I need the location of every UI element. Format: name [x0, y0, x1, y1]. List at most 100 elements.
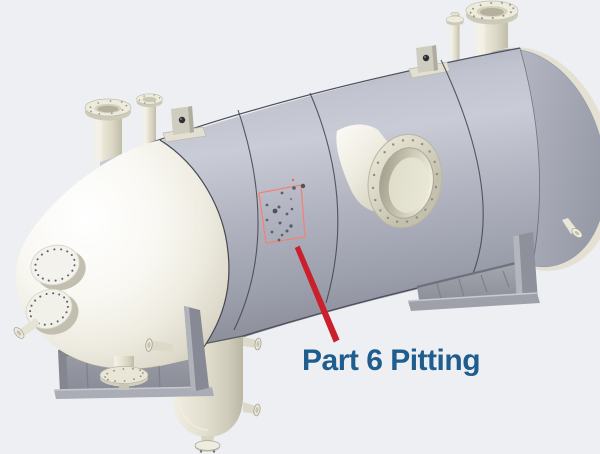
bolt-dot	[139, 369, 142, 372]
bolt-dot	[428, 150, 431, 153]
lifting-lug-right	[408, 45, 451, 79]
pit-dot	[270, 230, 274, 234]
bolt-dot	[54, 279, 57, 282]
bolt-circle	[138, 94, 161, 104]
bolt-dot	[376, 161, 380, 164]
bolt-dot	[133, 378, 135, 381]
bolt-dot	[61, 316, 64, 319]
saddle-right	[407, 232, 540, 311]
pit-dot	[300, 183, 306, 189]
bolt-dot	[479, 4, 482, 7]
bolt-dot	[386, 216, 390, 220]
pit-dot	[280, 233, 284, 237]
pit-dot	[285, 212, 289, 216]
top-nozzle-large-right	[465, 0, 519, 58]
bolt-dot	[144, 102, 146, 104]
weld-seams	[233, 47, 541, 331]
bolt-dot	[66, 300, 69, 303]
saddle-left-wing	[184, 306, 209, 392]
bolt-dot	[109, 100, 112, 102]
lug-hole	[178, 116, 186, 124]
bolt-dot	[61, 277, 64, 280]
saddle-far-wing	[58, 348, 68, 393]
bolt-dot	[106, 372, 109, 375]
bolt-dot	[97, 102, 100, 104]
bolt-dot	[424, 208, 427, 211]
blind-flange-lower	[25, 288, 79, 335]
bolt-dot	[481, 17, 483, 20]
bolt-dot	[53, 248, 56, 251]
top-nozzle-large-left	[84, 98, 132, 162]
left-head	[13, 139, 230, 370]
bolt-dot	[56, 320, 59, 323]
bolt-dot	[36, 258, 39, 261]
bolt-dot	[73, 264, 76, 267]
leader-arrow	[294, 245, 340, 343]
bolt-dot	[34, 263, 37, 266]
bolt-dot	[142, 372, 144, 374]
bolt-dot	[401, 139, 405, 142]
pit-dot	[289, 197, 293, 201]
pit-dot	[290, 207, 294, 211]
bolt-dot	[50, 322, 53, 326]
pitting-region	[258, 178, 306, 244]
pit-dot	[292, 186, 296, 190]
lug-hole	[422, 54, 430, 62]
bolt-dot	[104, 376, 106, 378]
bolt-dot	[60, 248, 63, 251]
annotation-label: Part 6 Pitting	[302, 344, 481, 377]
bolt-dot	[120, 101, 123, 103]
bolt-dot	[63, 296, 66, 299]
bolt-dot	[113, 369, 115, 372]
bolt-dot	[154, 101, 156, 103]
boot-side-nozzle-upper	[243, 337, 262, 351]
bolt-dot	[70, 253, 73, 257]
bolt-dot	[125, 104, 128, 107]
bolt-dot	[132, 367, 134, 370]
bolt-circle	[104, 367, 144, 383]
pit-dots	[265, 183, 306, 242]
bolt-dot	[153, 94, 155, 96]
bolt-dot	[415, 216, 418, 219]
bolt-dot	[34, 269, 37, 272]
bolt-dot	[509, 11, 512, 14]
bolt-dot	[371, 186, 375, 190]
blind-flange-upper	[30, 244, 86, 291]
pit-dot	[265, 203, 269, 207]
bolt-dot	[433, 160, 436, 164]
bolt-dot	[66, 305, 69, 308]
bolt-dot	[41, 277, 44, 280]
bolt-dot	[379, 209, 382, 212]
pit-dot	[272, 208, 278, 214]
bolt-dot	[67, 274, 70, 277]
bolt-dot	[405, 220, 409, 223]
bolt-dot	[34, 299, 37, 302]
bolt-dot	[501, 1, 503, 4]
bolt-dot	[107, 378, 109, 381]
pitting-marker-dot	[291, 178, 295, 182]
pit-dot	[265, 218, 269, 222]
bolt-dot	[158, 97, 161, 99]
bolt-dot	[58, 293, 61, 296]
bolt-dot	[89, 106, 92, 109]
pit-dot	[289, 224, 293, 228]
bolt-dot	[430, 198, 434, 201]
bolt-dot	[435, 172, 439, 176]
bolt-dot	[420, 142, 424, 146]
head-side-nozzle	[13, 318, 40, 339]
bolt-dot	[138, 99, 141, 101]
bolt-dot	[65, 311, 68, 314]
bolt-dot	[411, 139, 415, 142]
bolt-dot	[491, 17, 494, 19]
saddle-ribs	[436, 270, 510, 303]
bolt-dot	[29, 310, 32, 313]
right-head-bottom-nozzle	[562, 218, 583, 239]
bolt-dot	[37, 273, 40, 277]
pitting-region-box	[258, 184, 306, 244]
bolt-dot	[392, 143, 395, 146]
bolt-dot	[372, 173, 376, 177]
bolt-dot	[114, 380, 116, 383]
lifting-lug-left	[162, 106, 207, 143]
